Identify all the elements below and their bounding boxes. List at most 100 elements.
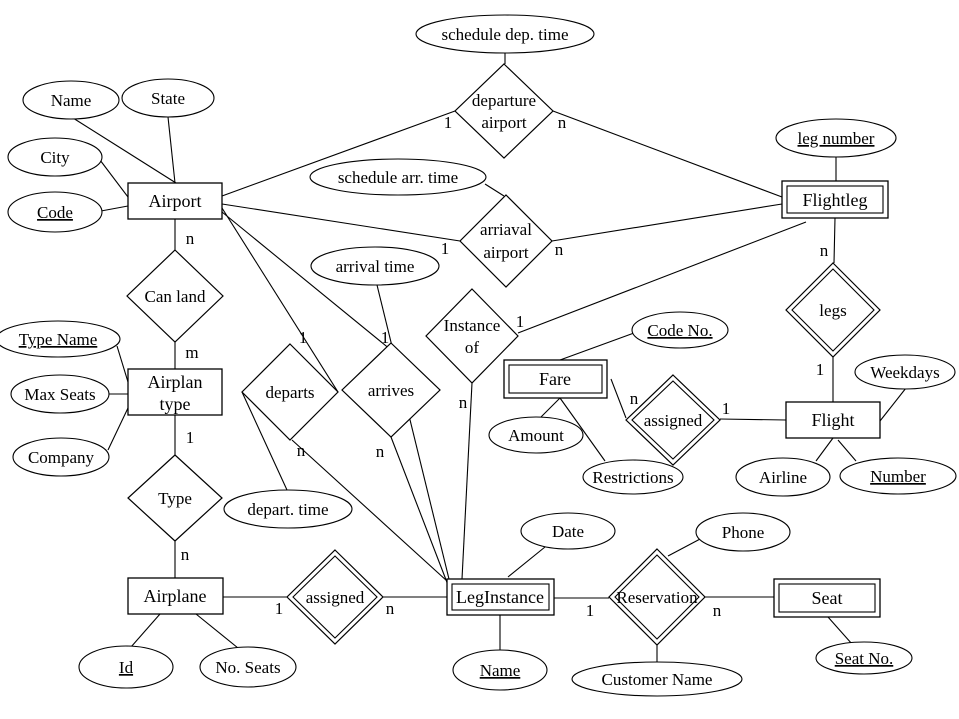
line-fare-assigned — [610, 378, 627, 419]
cardinality-airport-canland: n — [186, 229, 195, 248]
attribute-phone — [695, 512, 791, 552]
attribute-airline — [735, 457, 831, 497]
relationship-shapes — [126, 63, 881, 646]
attribute-flight-number — [839, 457, 957, 495]
entity-leginstance — [446, 578, 555, 616]
relationship-arrives — [341, 342, 441, 438]
entity-airport-label: Airport — [149, 191, 202, 211]
line-depairport-flightleg — [552, 110, 783, 198]
connector-lines — [72, 53, 907, 663]
cardinality-depairport-flightleg: n — [558, 113, 567, 132]
attribute-seat-no — [815, 641, 913, 675]
relationship-instance-of-label-line1: Instance — [444, 316, 501, 335]
relationship-can-land-label: Can land — [145, 287, 206, 306]
entity-airplan-type — [127, 368, 223, 416]
attribute-schedule-arr-time-label: schedule arr. time — [338, 168, 458, 187]
line-company-airplantype — [107, 407, 129, 451]
line-phone-reservation — [667, 537, 703, 557]
relationship-reservation-inner — [614, 554, 700, 640]
attribute-weekdays — [854, 354, 956, 390]
attribute-airplane-id-label: Id — [119, 658, 134, 677]
cardinality-instanceof-flightleg: 1 — [516, 312, 525, 331]
attribute-flight-number-label: Number — [870, 467, 926, 486]
relationship-arriaval-airport — [459, 194, 553, 288]
attribute-max-seats — [10, 374, 110, 414]
attribute-airport-name-label: Name — [51, 91, 92, 110]
attribute-leg-number-label: leg number — [798, 129, 875, 148]
attribute-arrival-time — [310, 246, 440, 286]
attribute-depart-time — [223, 489, 353, 529]
relationship-legs — [785, 262, 881, 358]
entity-airplane — [127, 577, 224, 615]
entity-leginstance-inner — [451, 583, 550, 611]
relationship-type — [127, 454, 223, 542]
line-instanceof-leginstance — [461, 382, 473, 580]
attribute-airport-city — [7, 137, 103, 177]
attribute-date — [520, 512, 616, 550]
line-departs-leginstance — [291, 439, 448, 582]
attribute-customer-name — [571, 661, 743, 697]
attribute-leg-number — [775, 118, 897, 158]
entity-airplane-label: Airplane — [144, 586, 207, 606]
line-assigned-flight — [719, 418, 787, 421]
cardinality-type-airplane: n — [181, 545, 190, 564]
cardinality-reservation-seat: n — [713, 601, 722, 620]
entity-airplan-type-label-line1: Airplan — [148, 372, 203, 392]
line-name-airport — [72, 117, 177, 184]
attribute-airport-code-label: Code — [37, 203, 73, 222]
cardinality-legs-flight: 1 — [816, 360, 825, 379]
cardinality-departs-leginstance: n — [297, 441, 306, 460]
attribute-airline-label: Airline — [759, 468, 807, 487]
relationship-arrives-label: arrives — [368, 381, 414, 400]
relationship-assigned-fare-inner — [631, 380, 715, 460]
relationship-assigned-airplane-inner — [292, 555, 378, 639]
attribute-code-no-label: Code No. — [647, 321, 712, 340]
attribute-airport-city-label: City — [40, 148, 70, 167]
attribute-type-name — [0, 320, 121, 358]
attribute-schedule-dep-time — [415, 14, 595, 54]
line-flight-airline — [815, 437, 834, 462]
relationship-reservation — [608, 548, 706, 646]
line-fare-amount — [540, 397, 561, 418]
line-schedarrtime-arrairport — [484, 183, 505, 197]
attribute-amount-label: Amount — [508, 426, 564, 445]
entity-shapes — [127, 180, 889, 618]
attribute-airplane-id — [78, 645, 174, 689]
line-city-airport — [99, 159, 129, 198]
relationship-legs-label: legs — [819, 301, 846, 320]
line-instanceof-flightleg — [517, 221, 807, 334]
cardinality-canland-airplantype: m — [185, 343, 198, 362]
attribute-restrictions-label: Restrictions — [592, 468, 673, 487]
relationship-instance-of — [425, 288, 519, 384]
line-flight-weekdays — [879, 387, 907, 422]
line-seat-seatno — [827, 616, 853, 645]
attribute-type-name-label: Type Name — [19, 330, 98, 349]
attribute-schedule-arr-time — [309, 158, 487, 196]
attribute-weekdays-label: Weekdays — [870, 363, 939, 382]
line-airport-depairport — [221, 110, 456, 197]
attribute-airport-name — [22, 80, 120, 120]
attribute-company — [12, 437, 110, 477]
relationship-arriaval-airport-label-line2: airport — [483, 243, 529, 262]
relationship-departure-airport — [454, 63, 554, 159]
line-airport-arrairport — [221, 203, 461, 242]
line-flightleg-legs — [833, 217, 836, 264]
line-arrivaltime-leginstance — [376, 284, 450, 580]
cardinality-arrives-leginstance: n — [376, 442, 385, 461]
cardinality-depairport-airport: 1 — [444, 113, 453, 132]
attribute-code-no — [631, 311, 729, 349]
cardinality-assigned-leginstance: n — [386, 599, 395, 618]
line-departtime-departs — [241, 391, 288, 491]
line-fare-codeno — [559, 332, 635, 361]
relationship-assigned-airplane-label: assigned — [306, 588, 365, 607]
cardinality-assigned-flight: 1 — [722, 399, 731, 418]
relationship-departs-label: departs — [265, 383, 314, 402]
entity-flightleg — [781, 180, 889, 219]
cardinality-flightleg-legs: n — [820, 241, 829, 260]
attribute-restrictions — [582, 459, 684, 495]
line-fare-restrictions — [559, 397, 606, 462]
text-labels: Airport Flightleg Airplan type Airplane … — [19, 25, 940, 689]
attribute-schedule-dep-time-label: schedule dep. time — [442, 25, 569, 44]
